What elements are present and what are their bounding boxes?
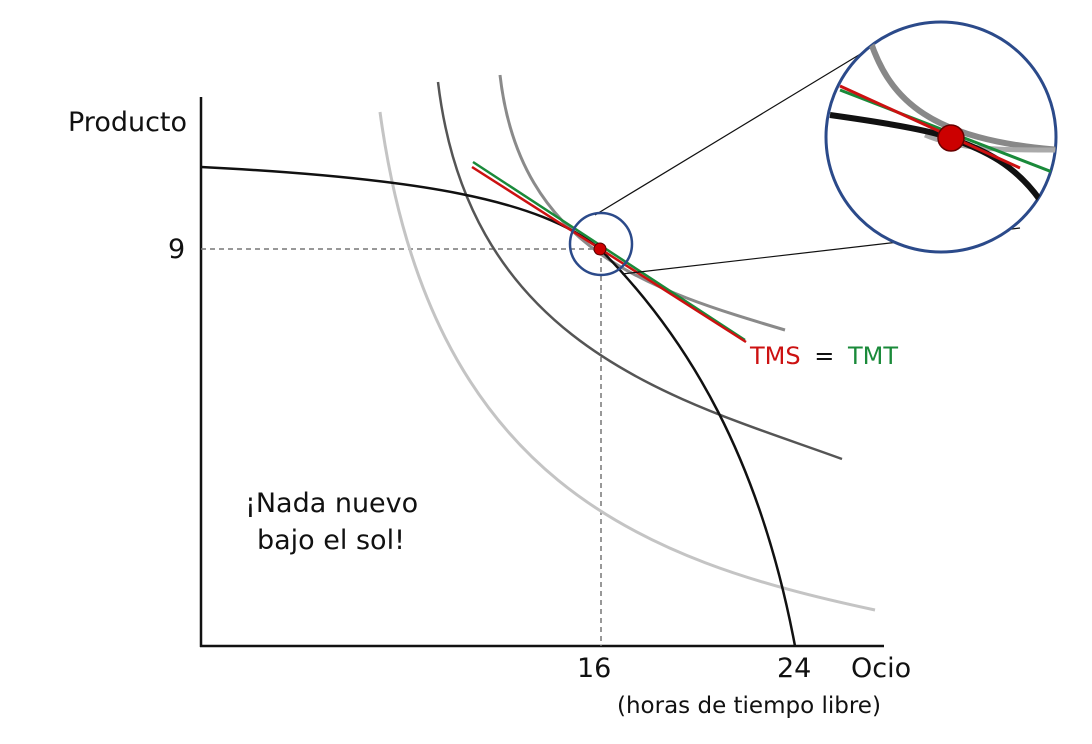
tmt-tangent-line [472,160,746,342]
indifference-curve-3 [436,81,843,461]
y-axis-label: Producto [68,107,187,138]
equilibrium-point [593,242,607,256]
tangent-label: TMS = TMT [749,342,898,370]
lens-indifference-curve [867,39,1056,153]
x-axis-label: Ocio [851,653,911,684]
lens-indifference-curve-2 [924,132,1056,153]
annotation-line-1: ¡Nada nuevo [245,488,418,519]
magnifier-connector-top [594,43,878,216]
tms-tangent-line [471,165,747,344]
annotation-line-2: bajo el sol! [257,525,405,556]
magnifier-small-circle [568,211,634,277]
production-frontier [200,165,797,647]
indifference-curve-4 [498,74,786,332]
indifference-curve-1 [378,111,876,612]
tms-label: TMS [749,342,801,370]
lens-tms-line [839,84,1021,170]
lens-equilibrium-point [937,124,965,152]
x-tick-16: 16 [577,653,611,684]
x-tick-24: 24 [777,653,811,684]
magnifier-lens-content [829,39,1056,202]
y-tick-9: 9 [168,234,185,265]
x-axis-sublabel: (horas de tiempo libre) [617,693,881,719]
tmt-label: TMT [847,342,898,370]
equals-sign: = [814,342,834,370]
